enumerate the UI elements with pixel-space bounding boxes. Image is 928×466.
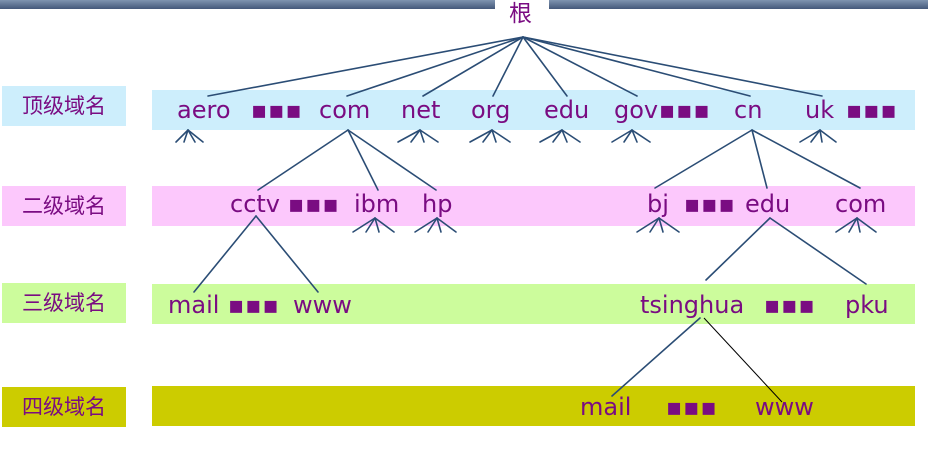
label-top-level: 顶级域名 [2,86,126,126]
ellipsis-after-cctv: ▪▪▪ [288,190,340,218]
ellipsis-after-mail: ▪▪▪ [228,291,280,319]
root-node: 根 [509,1,532,27]
top-bar [0,0,928,9]
ellipsis-after-bj: ▪▪▪ [684,190,736,218]
ellipsis-after-gov: ▪▪▪ [659,96,711,124]
node-uk: uk [805,96,835,124]
node-gov: gov [614,96,659,124]
node-edu: edu [544,96,590,124]
ellipsis-after-uk: ▪▪▪ [846,96,898,124]
node-org: org [471,96,511,124]
node-hp: hp [422,190,453,218]
node-pku: pku [845,291,889,319]
band-top-level [152,90,915,130]
label-fourth-level: 四级域名 [2,387,126,427]
node-cn: cn [734,96,763,124]
label-second-level: 二级域名 [2,186,126,226]
band-second-level [152,186,915,226]
tsinghua-www-line [703,317,783,403]
node-www-third: www [293,291,352,319]
node-mail-fourth: mail [580,393,632,421]
node-edu-second: edu [745,190,791,218]
node-net: net [401,96,441,124]
band-fourth-level [152,386,915,426]
node-tsinghua: tsinghua [640,291,745,319]
band-third-level [152,284,915,324]
node-mail-third: mail [168,291,220,319]
ellipsis-after-tsinghua: ▪▪▪ [764,291,816,319]
ellipsis-after-aero: ▪▪▪ [251,96,303,124]
root-box [495,0,549,34]
node-cctv: cctv [230,190,281,218]
label-third-level: 三级域名 [2,283,126,323]
node-com-second: com [835,190,887,218]
node-aero: aero [177,96,231,124]
ellipsis-fourth-level: ▪▪▪ [666,393,718,421]
node-bj: bj [647,190,669,218]
node-com: com [319,96,371,124]
node-ibm: ibm [354,190,400,218]
node-www-fourth: www [755,393,814,421]
